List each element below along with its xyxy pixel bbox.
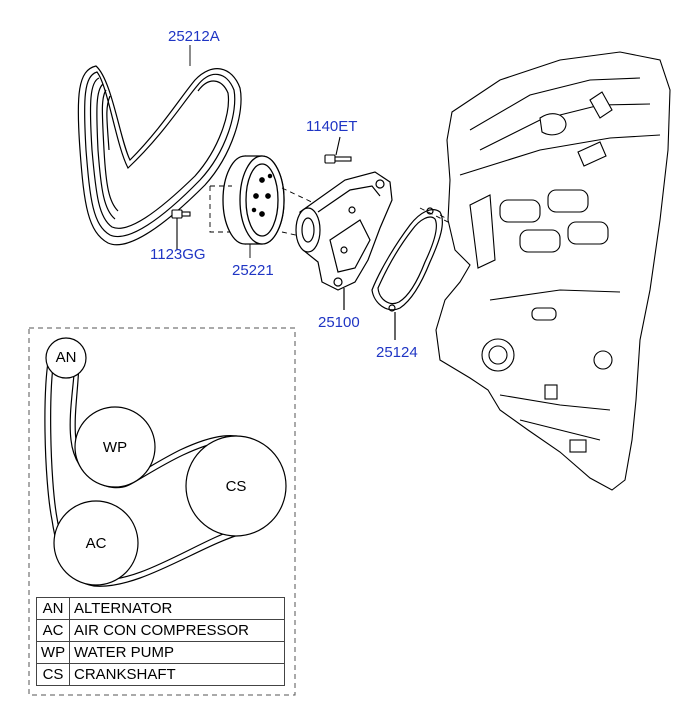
legend-code: AC — [36, 619, 70, 642]
water-pump-pulley[interactable] — [222, 155, 285, 245]
part-label-belt[interactable]: 25212A — [168, 28, 220, 45]
pulley-label-cs: CS — [225, 478, 247, 495]
pulley-an — [45, 337, 87, 379]
water-pump-bolt[interactable] — [324, 136, 352, 164]
part-label-gasket[interactable]: 25124 — [376, 344, 418, 361]
pulley-label-ac: AC — [85, 535, 107, 552]
legend-row: WP WATER PUMP — [36, 641, 285, 664]
part-label-pulley-bolt[interactable]: 1123GG — [150, 246, 206, 263]
water-pump-gasket[interactable] — [371, 207, 443, 340]
belt-routing-schematic — [28, 327, 296, 696]
legend-code: AN — [36, 597, 70, 620]
pulley-ac — [53, 500, 139, 586]
legend-name: AIR CON COMPRESSOR — [69, 619, 285, 642]
legend-name: WATER PUMP — [69, 641, 285, 664]
pulley-label-an: AN — [55, 349, 77, 366]
legend-row: AC AIR CON COMPRESSOR — [36, 619, 285, 642]
pulley-cs — [185, 435, 287, 537]
pulley-wp — [74, 406, 156, 488]
drive-belt[interactable] — [77, 65, 242, 246]
legend-row: CS CRANKSHAFT — [36, 663, 285, 686]
legend-name: ALTERNATOR — [69, 597, 285, 620]
legend-row: AN ALTERNATOR — [36, 597, 285, 620]
pulley-bolt[interactable] — [171, 209, 191, 250]
part-label-water-pump[interactable]: 25100 — [318, 314, 360, 331]
engine-block — [435, 51, 671, 491]
part-label-pulley[interactable]: 25221 — [232, 262, 274, 279]
water-pump[interactable] — [295, 171, 393, 310]
pulley-legend-table: AN ALTERNATOR AC AIR CON COMPRESSOR WP W… — [36, 597, 285, 686]
schematic-frame — [28, 327, 296, 696]
legend-code: WP — [36, 641, 70, 664]
part-label-pump-bolt[interactable]: 1140ET — [306, 118, 358, 135]
leader-lines — [189, 45, 251, 258]
legend-code: CS — [36, 663, 70, 686]
legend-name: CRANKSHAFT — [69, 663, 285, 686]
pulley-label-wp: WP — [102, 439, 128, 456]
